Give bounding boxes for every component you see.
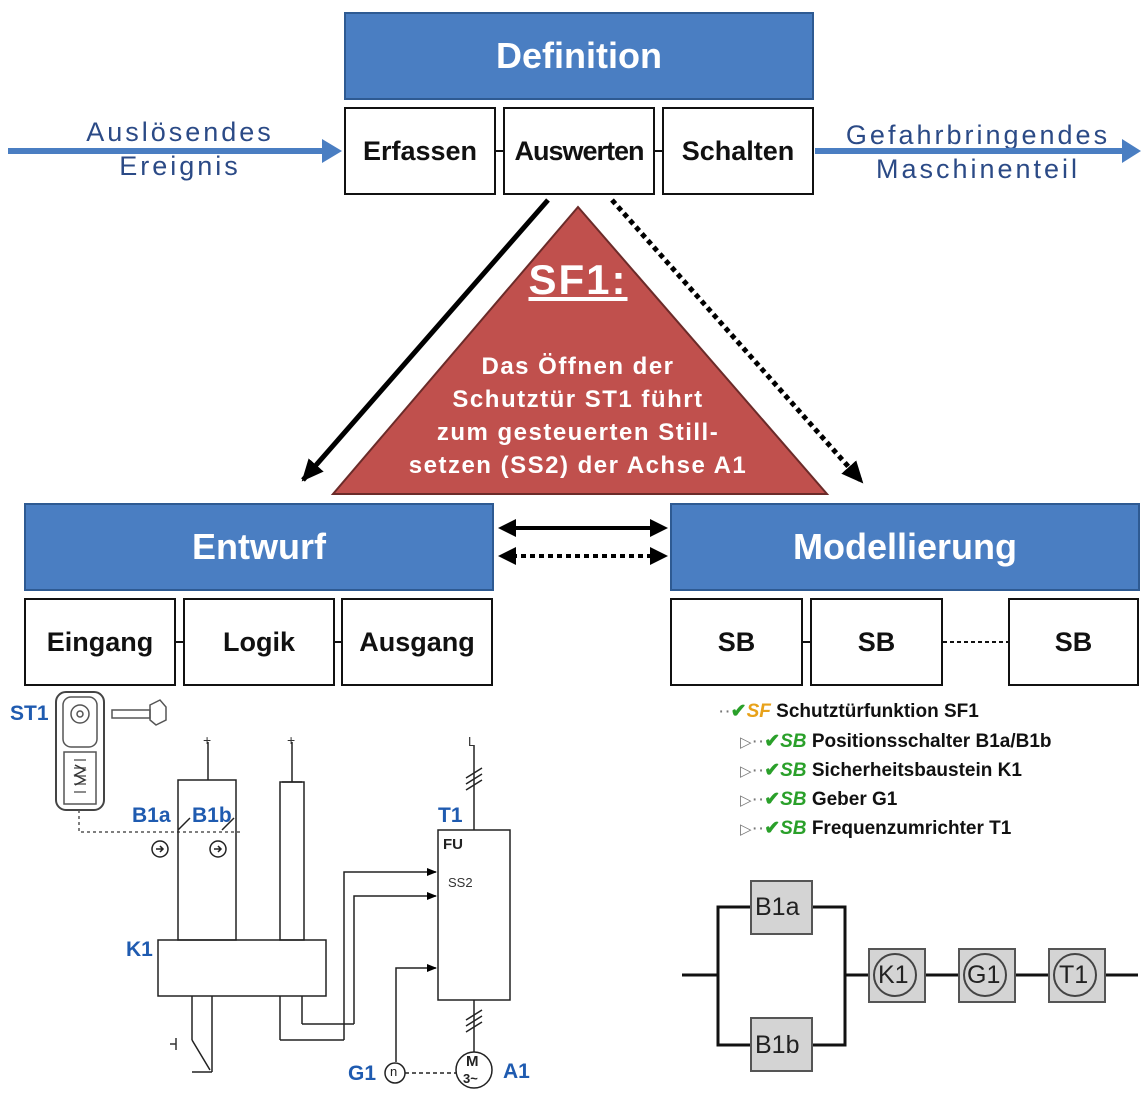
label-g1: G1 [348,1062,377,1085]
check-icon: ✔ [764,818,781,839]
expand-triangle-icon[interactable]: ▷ [740,792,752,809]
label-supply-l: L [468,734,476,749]
label-a1: A1 [503,1060,530,1083]
definition-header: Definition [344,12,814,100]
rbd-circle-k1 [873,953,917,997]
check-icon: ✔ [764,731,781,752]
rbd-label-b1a: B1a [755,893,800,921]
modellierung-sb-1: SB [670,598,803,686]
label-t1: T1 [438,804,463,827]
label-encoder-n: n [390,1064,398,1079]
definition-title: Definition [496,35,662,76]
expand-triangle-icon[interactable]: ▷ [740,734,752,751]
rbd-block-b1b [750,1017,813,1072]
rbd-circle-t1 [1053,953,1097,997]
step-erfassen: Erfassen [344,107,496,195]
entwurf-eingang: Eingang [24,598,176,686]
label-st1: ST1 [10,702,49,725]
sf1-triangle [330,205,830,495]
modellierung-header: Modellierung [670,503,1140,591]
arrow-solid-bidirectional [498,519,668,537]
label-k1: K1 [126,938,153,961]
circuit-diagram [55,691,511,1089]
sf1-description: Das Öffnen der Schutztür ST1 führt zum g… [408,353,748,479]
tree-item-t1[interactable]: ▷··✔SB Frequenzumrichter T1 [740,818,1012,839]
modellierung-sb-2: SB [810,598,943,686]
check-icon: ✔ [764,760,781,781]
step-schalten: Schalten [662,107,814,195]
entwurf-ausgang: Ausgang [341,598,493,686]
tree-item-k1[interactable]: ▷··✔SB Sicherheitsbaustein K1 [740,760,1022,781]
arrow-dotted-bidirectional [498,547,668,565]
rbd-lines [682,905,1138,1047]
arrow-to-entwurf [301,198,550,482]
expand-triangle-icon[interactable]: ▷ [740,763,752,780]
step-auswerten: Auswerten [503,107,655,195]
rbd-circle-g1 [963,953,1007,997]
rbd-label-b1b: B1b [755,1031,800,1059]
sf1-title: SF1: [528,256,628,303]
label-motor-3phase: 3~ [463,1071,478,1086]
tree-root[interactable]: ··✔SF Schutztürfunktion SF1 [718,701,979,722]
rbd-label-g1: G1 [967,961,1001,989]
label-plus-2: + [287,732,296,748]
label-ss2: SS2 [448,875,473,890]
modellierung-sb-3: SB [1008,598,1139,686]
label-fu: FU [443,836,463,853]
label-motor-m: M [466,1053,479,1070]
check-icon: ✔ [764,789,781,810]
tree-item-b1[interactable]: ▷··✔SB Positionsschalter B1a/B1b [740,731,1052,752]
flow-right-label: Gefahrbringendes Maschinenteil [845,120,1111,184]
entwurf-logik: Logik [183,598,335,686]
label-b1b: B1b [192,804,232,827]
expand-triangle-icon[interactable]: ▷ [740,821,752,838]
flow-arrow-right [815,139,1141,163]
rbd-label-t1: T1 [1059,961,1089,989]
rbd-block-b1a [750,880,813,935]
label-plus-1: + [203,732,212,748]
entwurf-header: Entwurf [24,503,494,591]
label-b1a: B1a [132,804,171,827]
check-icon: ✔ [730,701,747,722]
flow-arrow-left [8,139,342,163]
flow-left-label: Auslösendes Ereignis [86,117,274,181]
rbd-label-k1: K1 [878,961,909,989]
tree-item-g1[interactable]: ▷··✔SB Geber G1 [740,789,898,810]
